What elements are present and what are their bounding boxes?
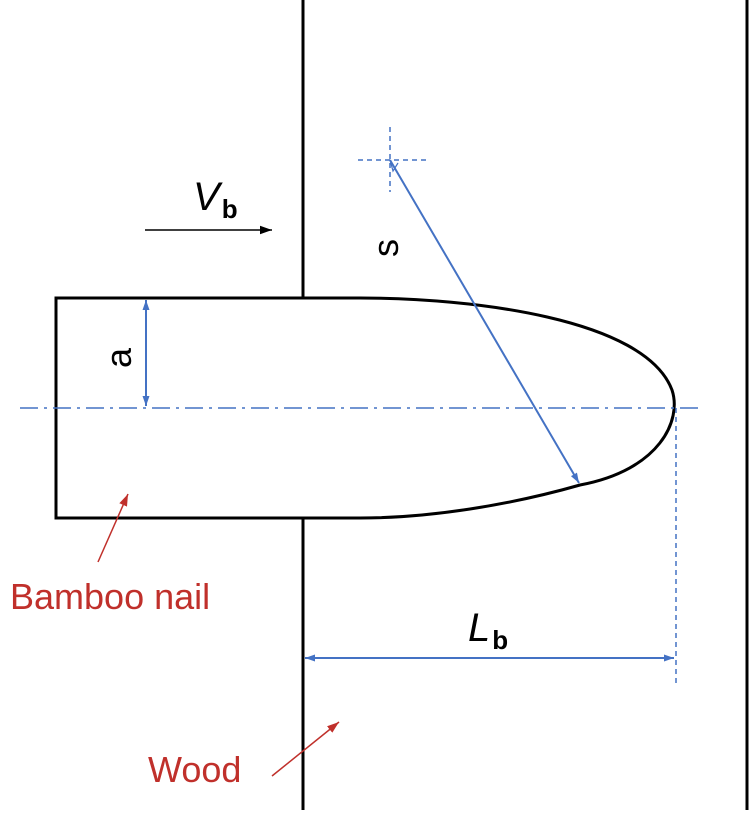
arc-s-label: s	[365, 239, 406, 257]
velocity-subscript: b	[222, 194, 238, 224]
wood-callout-arrow	[271, 721, 340, 777]
arc-radius-arrow	[389, 159, 580, 484]
penetration-length-label: Lb	[468, 606, 508, 655]
bamboo-nail-callout-arrow	[97, 493, 129, 563]
bamboo-nail-label: Bamboo nail	[10, 576, 210, 617]
radius-a-label: a	[98, 347, 139, 368]
velocity-label: Vb	[193, 175, 238, 224]
length-subscript: b	[492, 625, 508, 655]
wood-label: Wood	[148, 749, 241, 790]
